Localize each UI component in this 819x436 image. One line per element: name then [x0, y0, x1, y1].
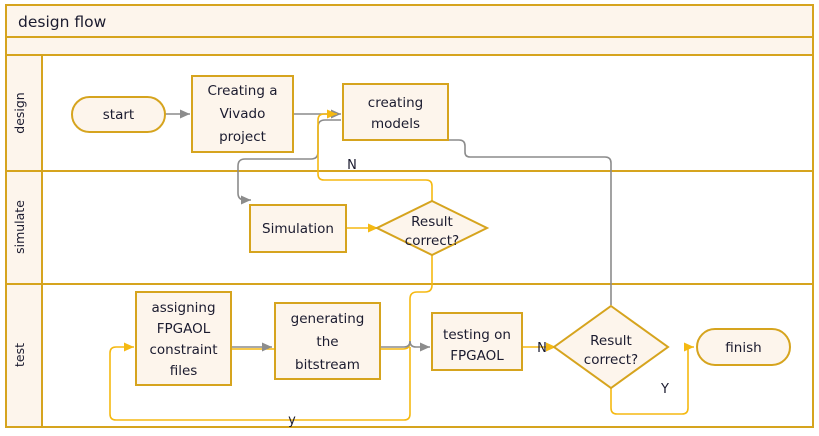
lane-label-design: design: [12, 92, 27, 133]
node-assign-xdc-line-1: assigning: [151, 300, 215, 316]
node-finish[interactable]: finish: [696, 328, 791, 366]
node-test-result[interactable]: Result correct?: [552, 304, 670, 390]
node-assign-xdc[interactable]: assigning FPGAOL constraint files: [135, 291, 232, 386]
edges: [109, 109, 694, 421]
node-sim-result-line-1: Result: [411, 214, 453, 230]
node-test-fpgaol-shape[interactable]: [431, 312, 523, 371]
node-sim-result-shape[interactable]: [374, 199, 490, 257]
node-test-fpgaol-line-2: FPGAOL: [450, 348, 504, 364]
node-gen-bitstream[interactable]: generating the bitstream: [274, 302, 381, 380]
node-test-result-shape[interactable]: [552, 304, 670, 390]
node-create-models-line-1: creating: [368, 95, 423, 111]
node-simulation-label: Simulation: [262, 221, 334, 237]
edge-sim-result-no-to-models: [317, 109, 433, 202]
node-start[interactable]: start: [71, 96, 166, 133]
pool-title-bar: [5, 4, 814, 38]
edge-sim-result-yes-down: [146, 255, 433, 350]
edge-generate-to-test: [380, 340, 430, 352]
edge-label-sim-no: N: [347, 158, 357, 173]
node-create-models-line-2: models: [371, 116, 420, 132]
edge-label-test-yes: Y: [660, 382, 669, 397]
edge-models-to-test-result: [448, 139, 612, 305]
node-create-project-line-1: Creating a: [208, 83, 278, 99]
node-create-models-shape[interactable]: [342, 83, 449, 141]
node-assign-xdc-shape[interactable]: [135, 291, 232, 386]
lane-label-simulate: simulate: [12, 200, 27, 254]
node-test-result-line-1: Result: [590, 333, 632, 349]
node-create-project-line-2: Vivado: [220, 106, 266, 122]
page-title: design flow: [18, 13, 107, 31]
node-gen-bitstream-line-1: generating: [291, 311, 365, 327]
edge-label-test-no: N: [537, 341, 547, 356]
node-assign-xdc-line-2: FPGAOL: [157, 321, 211, 337]
node-create-project[interactable]: Creating a Vivado project: [191, 75, 294, 153]
node-sim-result[interactable]: Result correct?: [374, 199, 490, 257]
lane-label-test: test: [12, 343, 27, 367]
node-start-label: start: [103, 107, 134, 123]
node-sim-result-line-2: correct?: [405, 233, 459, 249]
lane-header-test: [5, 283, 43, 428]
node-gen-bitstream-line-3: bitstream: [295, 357, 360, 373]
node-test-fpgaol[interactable]: testing on FPGAOL: [431, 312, 523, 371]
edge-label-loop-back-y: y: [288, 413, 296, 428]
node-simulation-shape[interactable]: [249, 204, 347, 253]
node-assign-xdc-line-4: files: [170, 363, 198, 379]
node-gen-bitstream-shape[interactable]: [274, 302, 381, 380]
node-create-project-shape[interactable]: [191, 75, 294, 153]
node-start-shape[interactable]: [71, 96, 166, 133]
edge-test-result-yes-to-finish: [610, 342, 694, 415]
edge-loop-back-to-assign: [109, 342, 411, 421]
node-test-result-line-2: correct?: [584, 352, 638, 368]
pool-phase-band: [5, 36, 814, 56]
node-finish-shape[interactable]: [696, 328, 791, 366]
node-assign-xdc-line-3: constraint: [150, 342, 218, 358]
node-gen-bitstream-line-2: the: [316, 334, 338, 350]
node-simulation[interactable]: Simulation: [249, 204, 347, 253]
node-test-fpgaol-line-1: testing on: [443, 327, 511, 343]
node-create-project-line-3: project: [219, 129, 266, 145]
node-finish-label: finish: [725, 340, 761, 356]
node-create-models[interactable]: creating models: [342, 83, 449, 141]
